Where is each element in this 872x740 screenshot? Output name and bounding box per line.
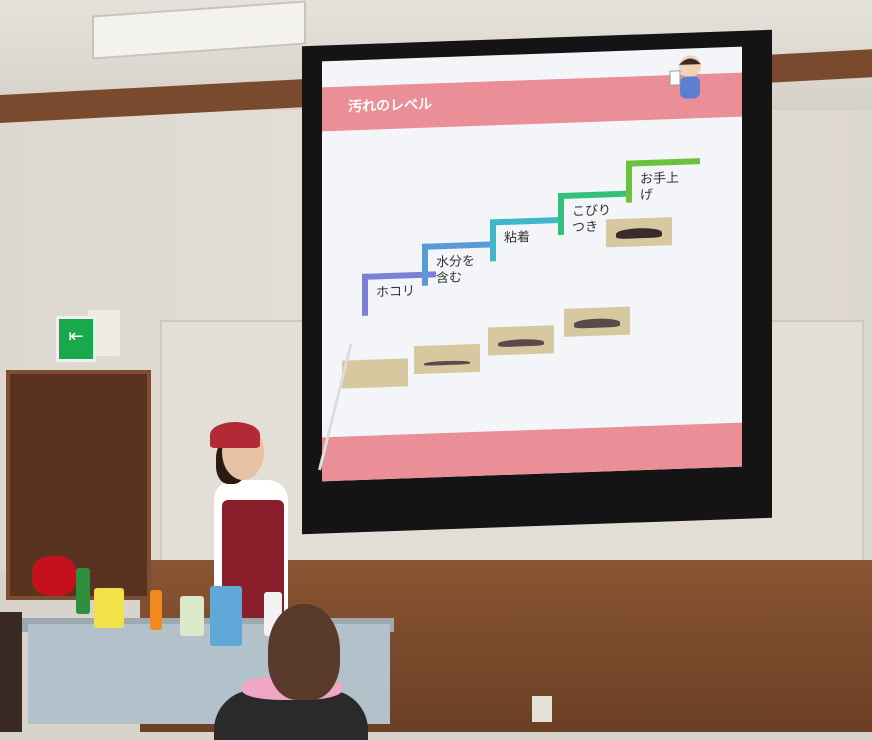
- level-label-dust: ホコリ: [376, 284, 416, 301]
- slide-title: 汚れのレベル: [348, 96, 432, 116]
- level-label-giveup: お手上 げ: [640, 170, 680, 204]
- worried-person-illustration: [668, 52, 708, 107]
- baking-soda-bag: [210, 586, 242, 646]
- level-step-2: 水分を 含む: [422, 241, 496, 286]
- level-label-sticky: 粘着: [504, 230, 531, 246]
- audience-member-left: [0, 612, 22, 732]
- level-label-moisture: 水分を 含む: [436, 253, 476, 287]
- dirt-diagram-4: [564, 306, 630, 337]
- orange-bottle: [150, 590, 162, 630]
- wall-outlet: [532, 696, 552, 722]
- cleaner-package: [94, 588, 124, 628]
- door: [6, 370, 151, 600]
- dirt-diagram-3: [488, 325, 554, 356]
- level-step-3: 粘着: [490, 216, 564, 262]
- green-package: [180, 596, 204, 636]
- dirt-diagram-1: [342, 358, 408, 389]
- presentation-slide: 汚れのレベル ホコリ 水分を 含む 粘着 こびり つき お手上 げ: [322, 46, 742, 482]
- cleaner-bottle: [76, 568, 90, 614]
- exit-sign-icon: ⇤: [56, 316, 96, 362]
- dirt-diagram-2: [414, 343, 480, 375]
- audience-member-head: [268, 604, 340, 700]
- presenter-bandana: [210, 422, 260, 448]
- level-step-5: お手上 げ: [626, 158, 700, 203]
- poinsettia-flowers: [32, 556, 76, 596]
- dirt-diagram-5: [606, 217, 672, 248]
